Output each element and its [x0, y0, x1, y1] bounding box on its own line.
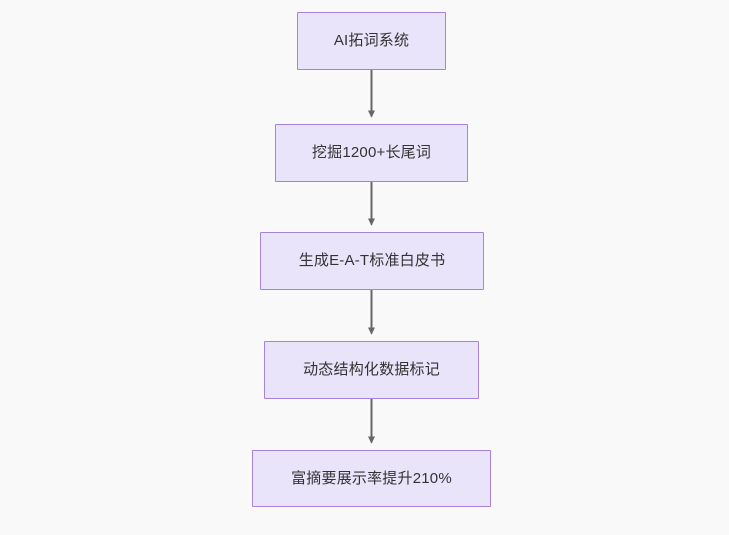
flow-node-label: 生成E-A-T标准白皮书: [298, 252, 446, 269]
flow-node-label: 动态结构化数据标记: [303, 361, 440, 378]
flow-node-label: 富摘要展示率提升210%: [291, 469, 452, 487]
flow-node-mine-longtail-keywords[interactable]: 挖掘1200+长尾词: [275, 124, 468, 182]
flow-node-label: AI拓词系统: [333, 32, 410, 49]
flow-node-label: 挖掘1200+长尾词: [311, 144, 432, 161]
flow-node-ai-keyword-system[interactable]: AI拓词系统: [297, 12, 446, 70]
flow-node-rich-snippet-impression-uplift[interactable]: 富摘要展示率提升210%: [252, 450, 491, 507]
flow-node-dynamic-structured-data-markup[interactable]: 动态结构化数据标记: [264, 341, 479, 399]
flow-node-generate-eat-whitepaper[interactable]: 生成E-A-T标准白皮书: [260, 232, 484, 290]
